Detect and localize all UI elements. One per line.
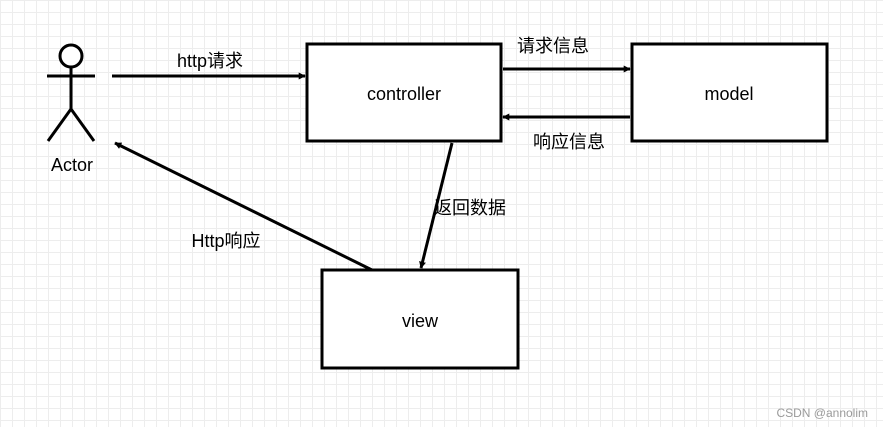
actor-left-leg [46, 108, 73, 142]
actor-figure [46, 43, 96, 142]
http-response-label: Http响应 [191, 231, 260, 251]
model-label: model [704, 84, 753, 104]
return-data-arrow [419, 142, 454, 269]
watermark: CSDN @annolim [776, 406, 868, 420]
view-box [320, 268, 520, 370]
actor-label: Actor [51, 155, 93, 175]
model-box [630, 42, 829, 143]
controller-box [305, 42, 503, 143]
return-data-label: 返回数据 [434, 198, 506, 218]
view-label: view [402, 311, 439, 331]
request-info-label: 请求信息 [517, 36, 589, 56]
actor-head [58, 43, 84, 69]
http-request-label: http请求 [177, 51, 243, 71]
actor-right-leg [69, 108, 96, 142]
http-response-arrow [114, 141, 373, 272]
response-info-label: 响应信息 [533, 132, 605, 152]
controller-label: controller [367, 84, 441, 104]
